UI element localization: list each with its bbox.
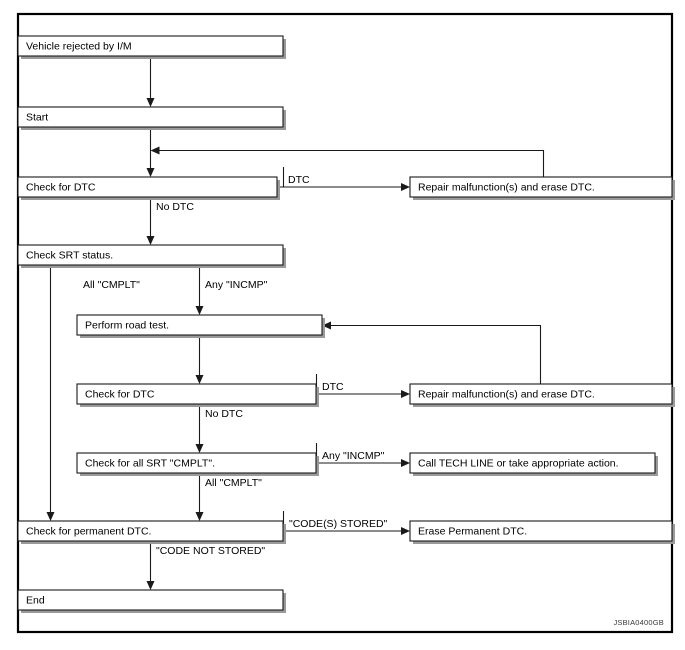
node-label: Perform road test.: [85, 320, 169, 332]
node-check-srt-status[interactable]: Check SRT status.: [17, 244, 286, 268]
edge-label-codes-stored: "CODE(S) STORED": [289, 518, 388, 530]
node-end[interactable]: End: [17, 589, 286, 613]
figure-code: JSBIA0400GB: [613, 618, 664, 627]
node-label: Vehicle rejected by I/M: [26, 41, 132, 53]
node-label: Check for DTC: [26, 182, 96, 194]
node-label: End: [26, 595, 45, 607]
figure-frame: [16, 12, 674, 634]
edge-permanent-to-end: [146, 541, 155, 590]
edge-label-all-cmplt-2: All "CMPLT": [205, 477, 262, 489]
edge-label-no-dtc-2: No DTC: [205, 408, 243, 420]
node-call-tech-line[interactable]: Call TECH LINE or take appropriate actio…: [409, 452, 658, 476]
edge-label-code-not-stored: "CODE NOT STORED": [156, 545, 265, 557]
edge-label-any-incmp-1: Any "INCMP": [205, 279, 268, 291]
node-label: Check for permanent DTC.: [26, 526, 151, 538]
node-start[interactable]: Start: [17, 106, 286, 130]
node-check-all-srt-cmplt[interactable]: Check for all SRT "CMPLT".: [76, 452, 319, 476]
edge-label-layer: DTC No DTC All "CMPLT" Any "INCMP" DTC N…: [83, 174, 388, 557]
node-label: Check for DTC: [85, 389, 155, 401]
edge-start-to-check-dtc: [146, 127, 155, 177]
node-label: Repair malfunction(s) and erase DTC.: [418, 389, 595, 401]
connector-layer: [46, 56, 545, 590]
node-label: Check for all SRT "CMPLT".: [85, 458, 215, 470]
node-vehicle-rejected[interactable]: Vehicle rejected by I/M: [17, 35, 286, 59]
edge-label-no-dtc-1: No DTC: [156, 201, 194, 213]
node-check-for-dtc-2[interactable]: Check for DTC: [76, 383, 319, 407]
edge-check-srt-any-incmp: [195, 265, 204, 315]
edge-label-dtc-2: DTC: [322, 381, 344, 393]
edge-check-srt-all-to-permanent: [195, 473, 204, 521]
node-label: Call TECH LINE or take appropriate actio…: [418, 458, 619, 470]
node-label: Repair malfunction(s) and erase DTC.: [418, 182, 595, 194]
edge-label-dtc-1: DTC: [288, 174, 310, 186]
edge-check-dtc2-to-check-srt-all: [195, 404, 204, 453]
node-label: Erase Permanent DTC.: [418, 526, 527, 538]
edge-check-dtc-to-check-srt: [146, 197, 155, 245]
node-label: Check SRT status.: [26, 250, 113, 262]
node-label: Start: [26, 112, 48, 124]
edge-label-any-incmp-2: Any "INCMP": [322, 450, 385, 462]
edge-check-srt-all-cmplt: [46, 265, 55, 521]
node-repair-malfunctions-1[interactable]: Repair malfunction(s) and erase DTC.: [409, 176, 675, 200]
node-layer: Vehicle rejected by I/M Start Check for …: [17, 35, 675, 613]
edge-vehicle-to-start: [146, 56, 155, 107]
edge-label-all-cmplt-1: All "CMPLT": [83, 279, 140, 291]
edge-repair1-feedback: [150, 146, 545, 177]
node-check-for-dtc-1[interactable]: Check for DTC: [17, 176, 280, 200]
node-erase-permanent-dtc[interactable]: Erase Permanent DTC.: [409, 520, 675, 544]
edge-road-test-to-check-dtc2: [195, 335, 204, 384]
edge-repair2-feedback: [322, 321, 542, 384]
node-check-permanent-dtc[interactable]: Check for permanent DTC.: [17, 520, 286, 544]
node-repair-malfunctions-2[interactable]: Repair malfunction(s) and erase DTC.: [409, 383, 675, 407]
node-perform-road-test[interactable]: Perform road test.: [76, 314, 325, 338]
